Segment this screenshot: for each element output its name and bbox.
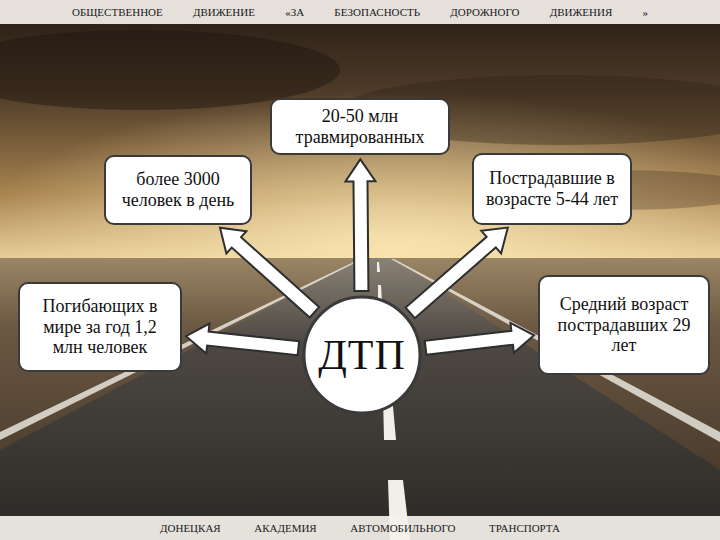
node-text: Средний возраст пострадавших 29 лет — [548, 294, 700, 356]
block-arrow — [425, 323, 534, 355]
fact-box: Погибающих в мире за год 1,2 млн человек — [18, 282, 182, 372]
road — [0, 258, 720, 540]
block-arrow — [186, 324, 299, 356]
fact-box: Средний возраст пострадавших 29 лет — [538, 275, 710, 375]
node-text: Пострадавшие в возрасте 5-44 лет — [482, 168, 622, 209]
block-arrow — [220, 228, 319, 318]
block-arrow — [345, 159, 375, 291]
fact-box: 20-50 млн травмированных — [270, 98, 450, 155]
node-text: 20-50 млн травмированных — [280, 106, 440, 147]
header-title: ОБЩЕСТВЕННОЕ ДВИЖЕНИЕ «ЗА БЕЗОПАСНОСТЬ Д… — [0, 0, 720, 24]
dash — [377, 262, 380, 272]
circle-shape — [304, 297, 420, 413]
node-text: более 3000 человек в день — [114, 169, 242, 210]
ground — [0, 258, 720, 540]
footer-caption: ДОНЕЦКАЯ АКАДЕМИЯ АВТОМОБИЛЬНОГО ТРАНСПО… — [0, 516, 720, 540]
node-text: ДТП — [318, 331, 406, 379]
node-text: Погибающих в мире за год 1,2 млн человек — [28, 296, 172, 358]
fact-box: более 3000 человек в день — [104, 155, 252, 225]
block-arrow — [406, 228, 508, 319]
fact-box: Пострадавшие в возрасте 5-44 лет — [472, 153, 632, 225]
center-circle: ДТП — [302, 295, 422, 415]
